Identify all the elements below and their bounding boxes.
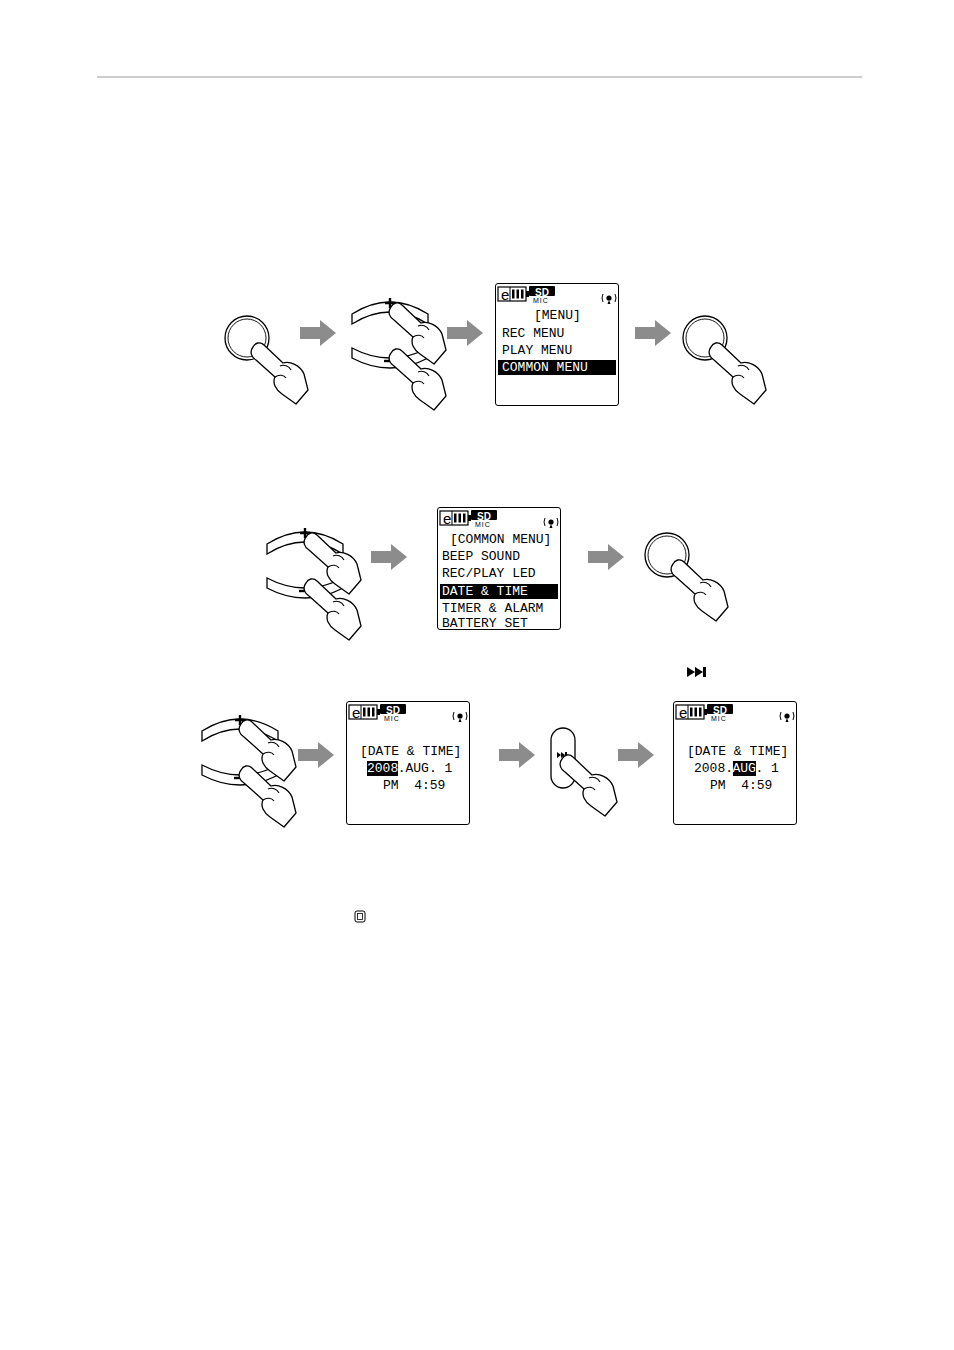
row-2-illustration	[267, 507, 728, 640]
note-symbol	[355, 911, 365, 922]
screen-text: 2008.	[694, 761, 733, 776]
screen-text: PM 4:59	[710, 778, 772, 793]
screen-text: PLAY MENU	[502, 343, 572, 358]
screen-text: TIMER & ALARM	[442, 601, 543, 616]
selected-item: DATE & TIME	[440, 584, 558, 599]
sd-badge: SD	[713, 706, 727, 716]
screen-text: REC/PLAY LED	[442, 566, 536, 581]
sd-badge: SD	[477, 512, 491, 522]
screen-text: [DATE & TIME]	[360, 744, 461, 759]
battery-letter: e	[501, 288, 509, 302]
lcd-screen: e SDMIC [COMMON MENU] BEEP SOUND REC/PLAY LE…	[437, 507, 561, 630]
battery-letter: e	[352, 706, 360, 720]
mic-label: MIC	[533, 297, 549, 305]
sd-badge: SD	[386, 706, 400, 716]
battery-letter: e	[679, 706, 687, 720]
lcd-screen: e SDMIC [MENU] REC MENU PLAY MENU COMMON MENU	[495, 283, 619, 406]
header-rule	[97, 77, 862, 78]
screen-text: .AUG. 1	[398, 761, 453, 776]
screen-text: BEEP SOUND	[442, 549, 520, 564]
mic-label: MIC	[711, 715, 727, 723]
selected-item: 2008	[367, 761, 398, 776]
sd-badge: SD	[535, 288, 549, 298]
selected-item: AUG	[733, 761, 756, 776]
screen-text: [DATE & TIME]	[687, 744, 788, 759]
mic-label: MIC	[384, 715, 400, 723]
battery-letter: e	[443, 512, 451, 526]
screen-text: BATTERY SET	[442, 616, 528, 631]
screen-text: REC MENU	[502, 326, 564, 341]
screen-text: PM 4:59	[383, 778, 445, 793]
selected-item: COMMON MENU	[498, 360, 616, 375]
row-3-illustration	[202, 667, 797, 827]
mic-label: MIC	[475, 521, 491, 529]
screen-text: . 1	[755, 761, 778, 776]
screen-text: [COMMON MENU]	[450, 532, 551, 547]
lcd-screen: e SDMIC [DATE & TIME] 2008.AUG. 1 PM 4:59	[346, 701, 470, 825]
row-1-illustration	[225, 283, 766, 410]
lcd-screen: e SDMIC [DATE & TIME] 2008.AUG. 1 PM 4:59	[673, 701, 797, 825]
screen-text: [MENU]	[534, 308, 581, 323]
skip-symbol	[687, 667, 706, 677]
